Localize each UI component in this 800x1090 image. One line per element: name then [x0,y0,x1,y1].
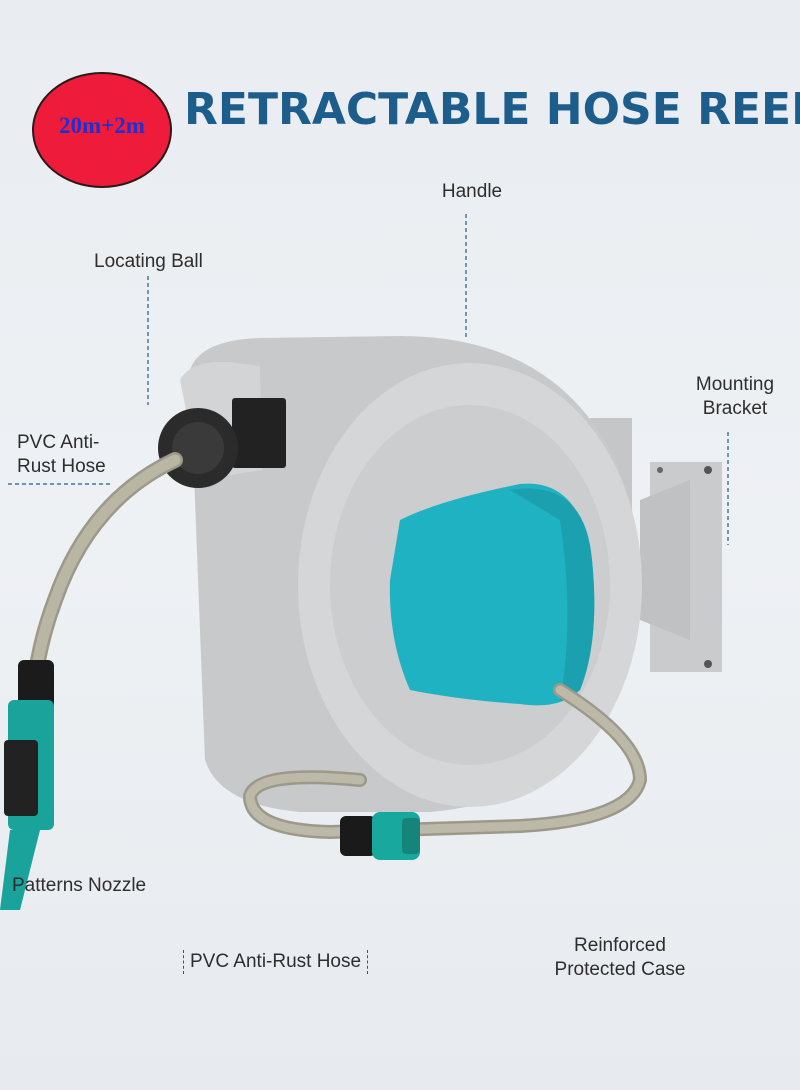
label-reinforced-line2: Protected Case [554,959,686,980]
label-patterns-nozzle: Patterns Nozzle [12,875,147,896]
label-mounting-bracket-line2: Bracket [702,398,768,419]
spray-nozzle [0,660,54,910]
bracket-screw [657,467,663,473]
page-title: RETRACTABLE HOSE REEL [184,84,800,135]
reel-housing [180,336,642,812]
label-pvc-hose-bottom: PVC Anti-Rust Hose [183,950,369,974]
hose [27,452,648,840]
length-badge: 20m+2m [32,72,172,188]
label-pvc-hose-left: PVC Anti- Rust Hose [17,431,106,479]
hose-connector [340,812,420,860]
locating-ball [158,408,238,488]
label-mounting-bracket-line1: Mounting [695,374,775,395]
label-locating-ball: Locating Ball [94,251,203,272]
bracket-screw [704,660,712,668]
label-pvc-hose-left-line1: PVC Anti- [17,432,100,453]
bracket-screw [704,466,712,474]
callout-lines [8,214,729,545]
label-reinforced-case: Reinforced Protected Case [540,934,700,982]
label-reinforced-line1: Reinforced [574,935,666,956]
reel-window [389,483,595,706]
label-mounting-bracket: Mounting Bracket [680,373,790,421]
length-badge-text: 20m+2m [59,113,145,138]
label-pvc-hose-left-line2: Rust Hose [17,456,106,477]
hose-outlet [232,398,286,468]
label-handle: Handle [441,181,503,202]
